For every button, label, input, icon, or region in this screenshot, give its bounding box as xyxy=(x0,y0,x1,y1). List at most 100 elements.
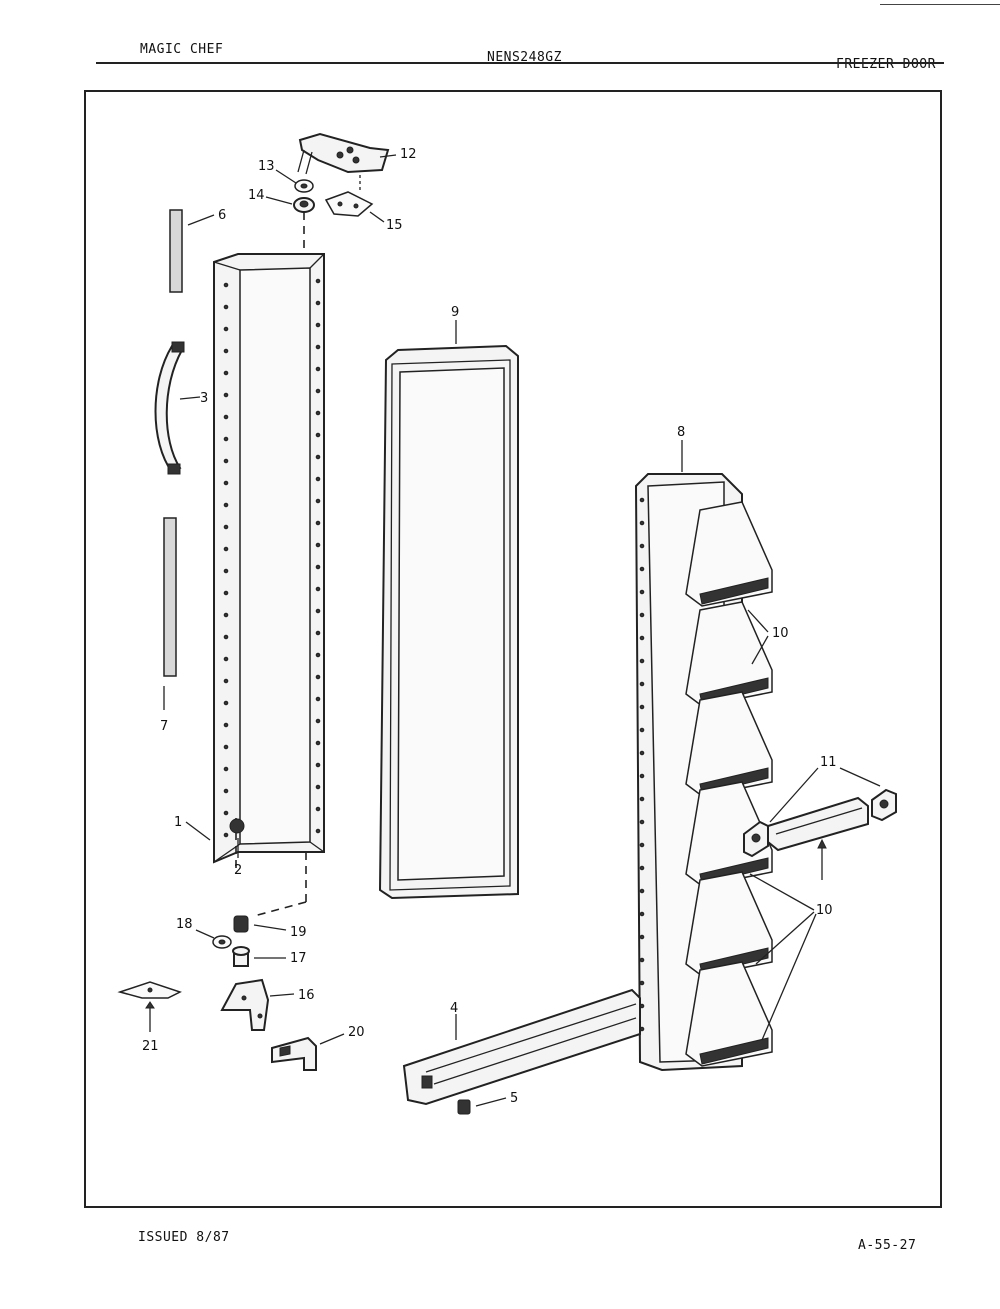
bracket-part-20 xyxy=(271,1036,317,1071)
shelf-bar xyxy=(699,577,769,605)
liner-screw-hole xyxy=(639,796,645,802)
callout-19: 19 xyxy=(290,925,307,940)
door-screw-hole xyxy=(315,586,321,592)
door-panel-part-1 xyxy=(213,253,325,864)
door-screw-hole xyxy=(223,568,229,574)
door-screw-hole xyxy=(315,454,321,460)
liner-screw-hole xyxy=(639,612,645,618)
door-screw-hole xyxy=(315,608,321,614)
door-screw-hole xyxy=(223,436,229,442)
door-screw-hole xyxy=(315,322,321,328)
liner-screw-hole xyxy=(639,957,645,963)
door-screw-hole xyxy=(223,810,229,816)
pin-part-17 xyxy=(232,946,250,967)
door-screw-hole xyxy=(223,502,229,508)
lower-hinge-part-16 xyxy=(220,978,270,1031)
door-shelf xyxy=(685,691,773,797)
liner-screw-hole xyxy=(639,819,645,825)
door-screw-hole xyxy=(315,366,321,372)
door-screw-hole xyxy=(223,414,229,420)
callout-8: 8 xyxy=(677,425,685,440)
door-screw-hole xyxy=(315,300,321,306)
door-screw-hole xyxy=(315,344,321,350)
shelf-bar xyxy=(699,1037,769,1065)
liner-screw-hole xyxy=(639,566,645,572)
liner-screw-hole xyxy=(639,980,645,986)
bottom-rail-part-4 xyxy=(402,988,641,1106)
door-screw-hole xyxy=(315,784,321,790)
door-screw-hole xyxy=(223,722,229,728)
liner-screw-hole xyxy=(639,635,645,641)
door-screw-hole xyxy=(223,612,229,618)
liner-screw-hole xyxy=(639,520,645,526)
door-screw-hole xyxy=(315,564,321,570)
callout-13: 13 xyxy=(258,159,275,174)
liner-screw-hole xyxy=(639,865,645,871)
callout-10b: 10 xyxy=(816,903,833,918)
door-screw-hole xyxy=(315,696,321,702)
door-screw-hole xyxy=(223,700,229,706)
callout-2: 2 xyxy=(234,863,242,878)
door-screw-hole xyxy=(223,458,229,464)
door-screw-hole xyxy=(315,278,321,284)
shim-part-21 xyxy=(117,981,182,999)
door-screw-hole xyxy=(315,652,321,658)
spacer-part-19 xyxy=(233,915,249,933)
diagram-frame xyxy=(84,90,942,1208)
door-screw-hole xyxy=(315,410,321,416)
door-screw-hole xyxy=(223,832,229,838)
callout-20: 20 xyxy=(348,1025,365,1040)
trim-strip-part-6 xyxy=(169,209,183,293)
callout-9: 9 xyxy=(451,305,459,320)
callout-16: 16 xyxy=(298,988,315,1003)
corner-rule xyxy=(880,4,1000,5)
callout-15: 15 xyxy=(386,218,403,233)
brand-title: MAGIC CHEF xyxy=(140,42,224,57)
washer-part-18 xyxy=(212,935,232,949)
end-cap-right-part-11 xyxy=(871,788,897,822)
door-screw-hole xyxy=(315,674,321,680)
section-title: FREEZER DOOR xyxy=(836,57,936,72)
shelf-bar-part-10 xyxy=(767,796,869,852)
callout-12: 12 xyxy=(400,147,417,162)
liner-screw-hole xyxy=(639,681,645,687)
liner-screw-hole xyxy=(639,727,645,733)
callout-17: 17 xyxy=(290,951,307,966)
door-screw-hole xyxy=(223,282,229,288)
door-screw-hole xyxy=(315,762,321,768)
door-screw-hole xyxy=(315,432,321,438)
door-screw-hole xyxy=(315,630,321,636)
door-shelf xyxy=(685,601,773,707)
callout-7: 7 xyxy=(160,719,168,734)
liner-screw-hole xyxy=(639,704,645,710)
callout-21: 21 xyxy=(142,1039,159,1054)
callout-1: 1 xyxy=(174,815,182,830)
shim-part-15 xyxy=(324,191,374,217)
door-screw-hole xyxy=(315,498,321,504)
door-screw-hole xyxy=(315,520,321,526)
door-screw-hole xyxy=(315,476,321,482)
callout-6: 6 xyxy=(218,208,226,223)
callout-11: 11 xyxy=(820,755,837,770)
liner-screw-hole xyxy=(639,750,645,756)
washer-part-13 xyxy=(294,179,314,193)
callout-14: 14 xyxy=(248,188,265,203)
top-hinge-part-12 xyxy=(297,132,390,175)
liner-screw-hole xyxy=(639,543,645,549)
door-liner-part-8 xyxy=(634,473,773,1072)
page-code: A-55-27 xyxy=(858,1238,917,1253)
callout-10a: 10 xyxy=(772,626,789,641)
callout-18: 18 xyxy=(176,917,193,932)
bushing-part-2 xyxy=(229,818,245,834)
door-gasket-part-9 xyxy=(378,344,519,900)
door-shelf xyxy=(685,961,773,1067)
trim-strip-part-7 xyxy=(163,517,177,677)
door-shelf xyxy=(685,781,773,887)
door-shelf xyxy=(685,501,773,607)
liner-screw-hole xyxy=(639,497,645,503)
door-handle-part-3 xyxy=(154,341,185,475)
door-screw-hole xyxy=(223,744,229,750)
liner-screw-hole xyxy=(639,911,645,917)
door-screw-hole xyxy=(223,546,229,552)
